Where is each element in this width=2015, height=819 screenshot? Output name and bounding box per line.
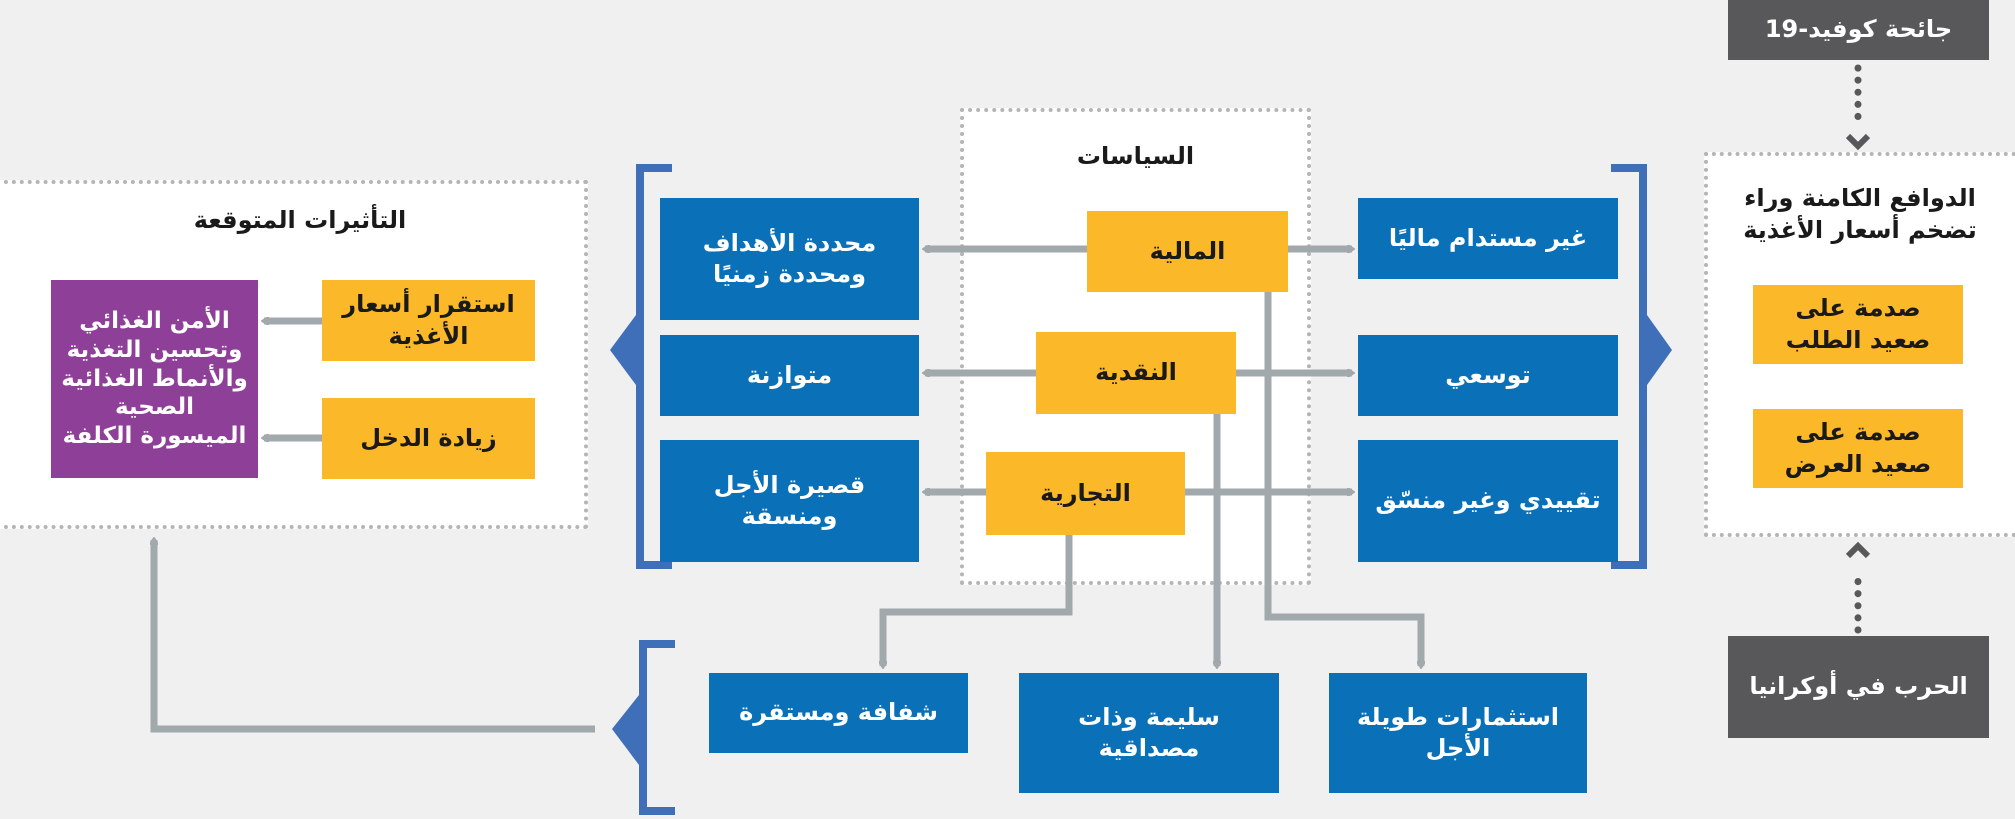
arrow-fiscal-down [1264, 292, 1421, 666]
monetary-policy-box: النقدية [1036, 332, 1236, 414]
trade-policy-box: التجارية [986, 452, 1185, 535]
left-bracket-pointer [610, 315, 636, 385]
effects-title: التأثيرات المتوقعة [193, 206, 407, 234]
rec-trade-box: قصيرة الأجل ومنسقة [660, 440, 919, 562]
price-stability-box: استقرار أسعار الأغذية [322, 280, 535, 361]
state-monetary-box: توسعي [1358, 335, 1618, 416]
left-bracket [636, 164, 672, 569]
supply-shock-box: صدمة على صعيد العرض [1753, 409, 1963, 488]
war-box: الحرب في أوكرانيا [1728, 636, 1989, 738]
right-bracket [1611, 164, 1647, 569]
state-fiscal-box: غير مستدام ماليًا [1358, 198, 1618, 279]
long-term-investment-box: استثمارات طويلة الأجل [1329, 673, 1587, 793]
transparent-stable-box: شفافة ومستقرة [709, 673, 968, 753]
arrow-trade-down [883, 535, 1073, 666]
policies-title: السياسات [1076, 142, 1195, 170]
fiscal-policy-box: المالية [1087, 211, 1288, 292]
chevron-up-icon [1845, 541, 1871, 559]
rec-monetary-box: متوازنة [660, 335, 919, 416]
rec-fiscal-box: محددة الأهداف ومحددة زمنيًا [660, 198, 919, 320]
bottom-bracket-pointer [612, 695, 639, 765]
sound-credible-box: سليمة وذات مصداقية [1019, 673, 1279, 793]
right-bracket-pointer [1647, 315, 1672, 385]
state-trade-box: تقييدي وغير منسّق [1358, 440, 1618, 562]
drivers-title: الدوافع الكامنة وراء تضخم أسعار الأغذية [1743, 184, 1977, 245]
bottom-bracket [639, 640, 675, 815]
arrow-bottom-to-effects [154, 540, 595, 733]
income-box: زيادة الدخل [322, 398, 535, 479]
chevron-down-icon [1845, 133, 1871, 151]
covid-box: جائحة كوفيد-19 [1728, 0, 1989, 60]
demand-shock-box: صدمة على صعيد الطلب [1753, 285, 1963, 364]
food-security-outcome-box: الأمن الغذائي وتحسين التغذية والأنماط ال… [51, 280, 258, 478]
